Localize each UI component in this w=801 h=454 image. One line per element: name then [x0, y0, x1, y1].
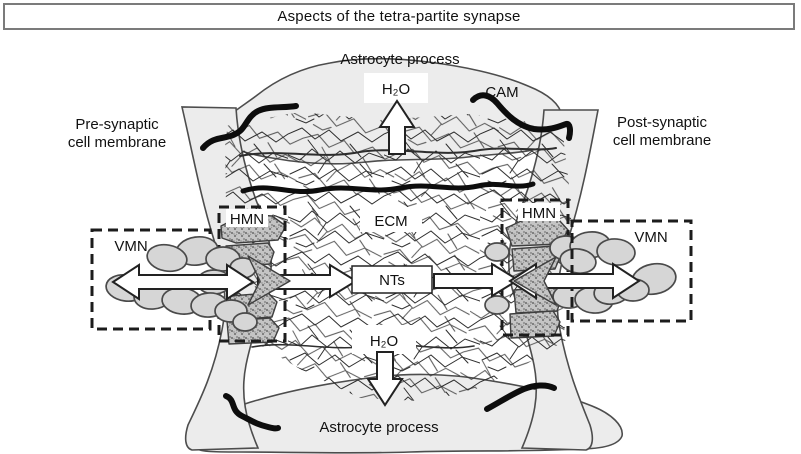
pre-synaptic-label-line1: Pre-synaptic: [75, 116, 159, 133]
vmn-right-label: VMN: [634, 229, 667, 246]
h2o-bottom-label: H₂O: [370, 333, 398, 350]
post-synaptic-label-line1: Post-synaptic: [617, 114, 708, 131]
nts-label: NTs: [379, 272, 405, 289]
pre-synaptic-label-line2: cell membrane: [68, 134, 166, 151]
figure-title: Aspects of the tetra-partite synapse: [3, 3, 795, 30]
vmn-left-double-arrow: [111, 263, 255, 301]
cam-strand-top-right: [470, 92, 573, 141]
hmn-left-arrowhead-molecule: [247, 255, 291, 306]
h2o-bottom-label-bg: [352, 325, 416, 354]
water-up-arrow: [378, 99, 416, 155]
ecm-label: ECM: [374, 213, 407, 230]
hmn-right-label: HMN: [522, 205, 556, 222]
h2o-top-label: H₂O: [382, 81, 410, 98]
water-down-arrow: [366, 351, 404, 407]
vmn-box-right: [570, 219, 693, 323]
nts-arrow-right: [433, 262, 520, 298]
vmn-left-label: VMN: [114, 238, 147, 255]
cam-strand-bottom-left: [223, 393, 281, 432]
ecm-label-bg: [360, 207, 422, 232]
hmn-left-label: HMN: [230, 211, 264, 228]
hmn-left-label-bg: [226, 209, 268, 227]
astrocyte-process-top-label: Astrocyte process: [340, 51, 459, 68]
cam-strand-bottom-right: [484, 382, 557, 412]
hmn-right-arrowhead-molecule: [513, 256, 557, 306]
cam-label: CAM: [485, 84, 518, 101]
astrocyte-process-bottom-label: Astrocyte process: [319, 419, 438, 436]
post-synaptic-label-line2: cell membrane: [613, 132, 711, 149]
cam-strand-top-left: [200, 103, 299, 151]
hmn-right-label-bg: [518, 203, 560, 221]
cam-strand-middle: [240, 181, 536, 195]
h2o-top-label-bg: [364, 73, 428, 103]
nts-box: [351, 265, 433, 294]
